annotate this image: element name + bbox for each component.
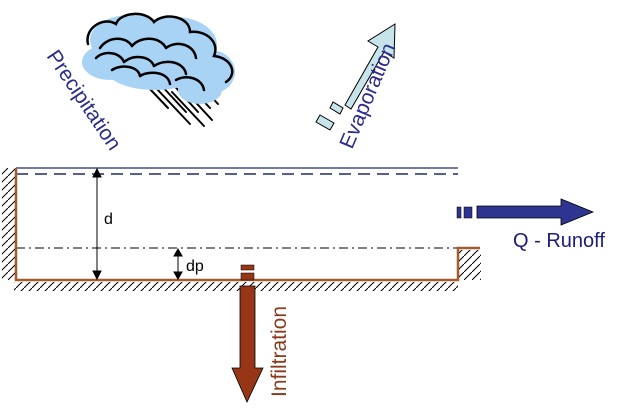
evaporation-label: Evaporation (335, 40, 400, 152)
runoff-label: Q - Runoff (513, 230, 605, 252)
depression-depth-label: dp (186, 258, 204, 275)
infiltration-arrow-icon (231, 264, 264, 403)
basin-outline (2, 168, 481, 291)
depth-dimension (92, 167, 102, 281)
infiltration-label: Infiltration (268, 306, 291, 397)
rain-cloud-icon (82, 12, 235, 127)
depth-label: d (104, 211, 113, 228)
runoff-arrow-icon (456, 198, 595, 226)
depression-depth-dimension (173, 247, 183, 281)
evaporation-arrow-icon (315, 23, 396, 131)
